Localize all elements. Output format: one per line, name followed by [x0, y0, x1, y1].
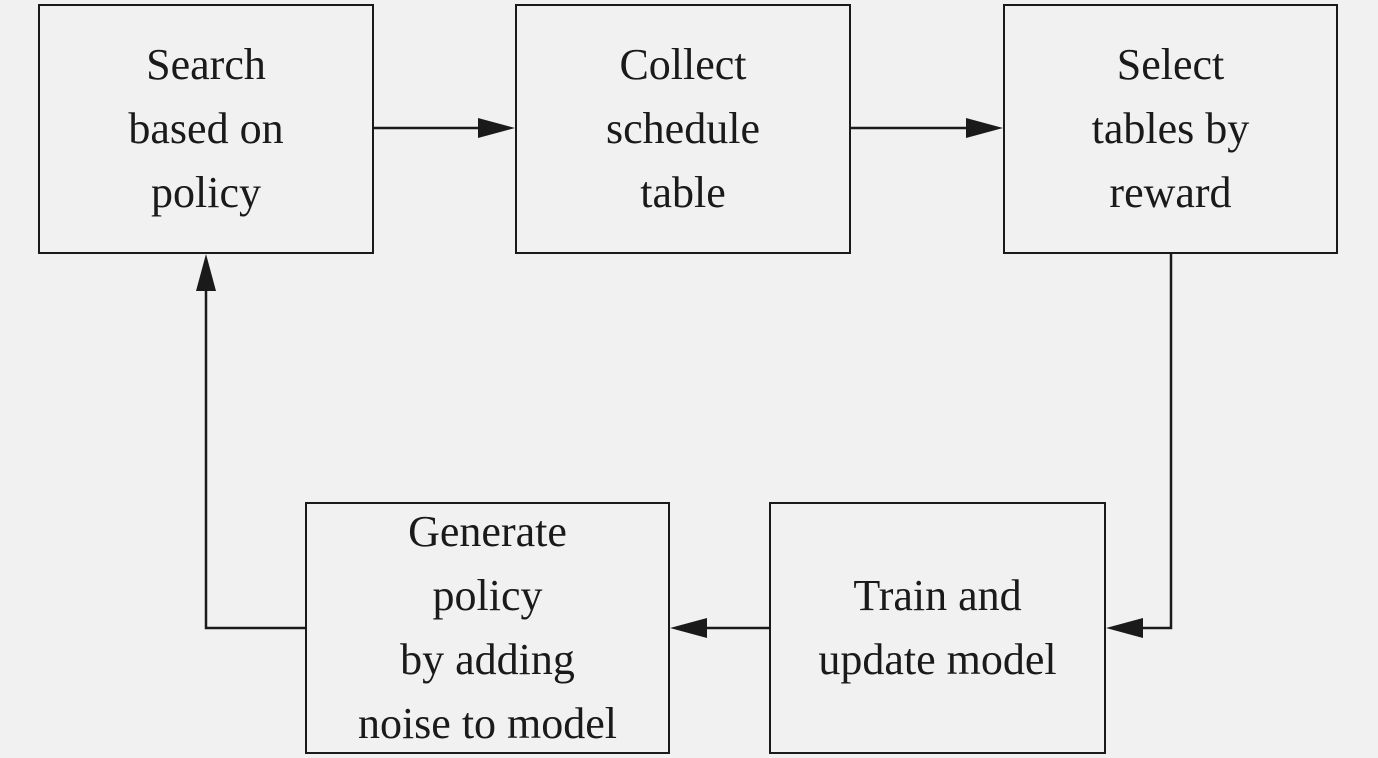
- edge-generate-to-search: [196, 254, 305, 630]
- edge-select-to-train: [1106, 254, 1173, 638]
- node-search-based-on-policy: Search based on policy: [38, 4, 374, 254]
- node-select-tables-by-reward: Select tables by reward: [1003, 4, 1338, 254]
- node-label: Generate policy by adding noise to model: [357, 507, 618, 748]
- node-collect-schedule-table: Collect schedule table: [515, 4, 851, 254]
- node-generate-policy: Generate policy by adding noise to model: [305, 502, 670, 754]
- node-label: Collect schedule table: [606, 40, 760, 217]
- edge-search-to-collect: [374, 118, 515, 138]
- edge-train-to-generate: [670, 618, 769, 638]
- edge-collect-to-select: [851, 118, 1003, 138]
- node-label: Select tables by reward: [1091, 40, 1250, 217]
- node-label: Search based on policy: [128, 40, 284, 217]
- node-label: Train and update model: [818, 571, 1057, 684]
- node-train-and-update-model: Train and update model: [769, 502, 1106, 754]
